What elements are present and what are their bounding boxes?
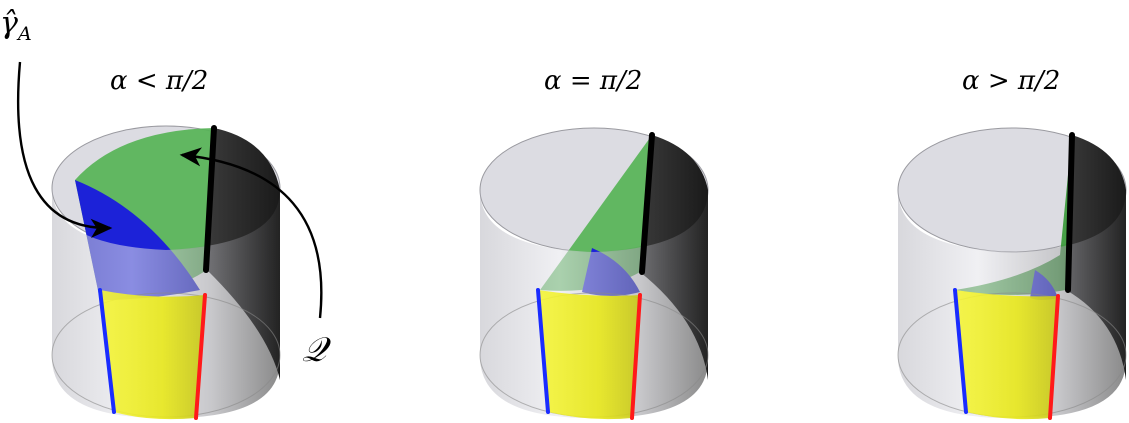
panel-3-title-lhs: α (962, 66, 980, 96)
panel-3-title-rhs: π/2 (1017, 66, 1061, 96)
panel-1-blue-edge (98, 288, 116, 414)
panel-3-title-rel: > (987, 66, 1010, 96)
panel-2-title-rhs: π/2 (599, 66, 643, 96)
panel-2-black-edge (639, 132, 655, 275)
panel-2-cylinder (479, 127, 709, 420)
panel-1-title-rhs: π/2 (165, 66, 209, 96)
q-arrow (179, 147, 323, 319)
panel-1-title-rel: < (135, 66, 158, 96)
panel-3-black-edge (1065, 132, 1075, 293)
panel-2-title: α = π/2 (544, 66, 642, 96)
panel-3-blue-edge (953, 288, 968, 414)
panel-1-red-edge (194, 293, 207, 420)
panel-3-yellow-region (955, 290, 1058, 420)
panel-3-red-edge (1048, 294, 1060, 420)
panel-2-red-edge (630, 293, 642, 420)
panel-1-title: α < π/2 (110, 66, 208, 96)
panel-2-title-rel: = (569, 66, 592, 96)
panel-1-black-edge (203, 125, 217, 273)
panel-2-title-lhs: α (544, 66, 562, 96)
gamma-label: γ̂A (0, 6, 32, 45)
gamma-arrow (16, 61, 113, 238)
panel-3-cylinder (897, 127, 1127, 420)
panel-1-yellow-region (100, 290, 205, 420)
q-label: 𝒬 (302, 330, 326, 370)
panel-3-title: α > π/2 (962, 66, 1060, 96)
panel-2-yellow-region (538, 290, 640, 420)
q-symbol: 𝒬 (302, 330, 327, 370)
gamma-symbol: γ̂ (0, 6, 18, 41)
gamma-subscript: A (17, 23, 32, 45)
panel-2-blue-edge (536, 288, 550, 414)
panel-1-title-lhs: α (110, 66, 128, 96)
